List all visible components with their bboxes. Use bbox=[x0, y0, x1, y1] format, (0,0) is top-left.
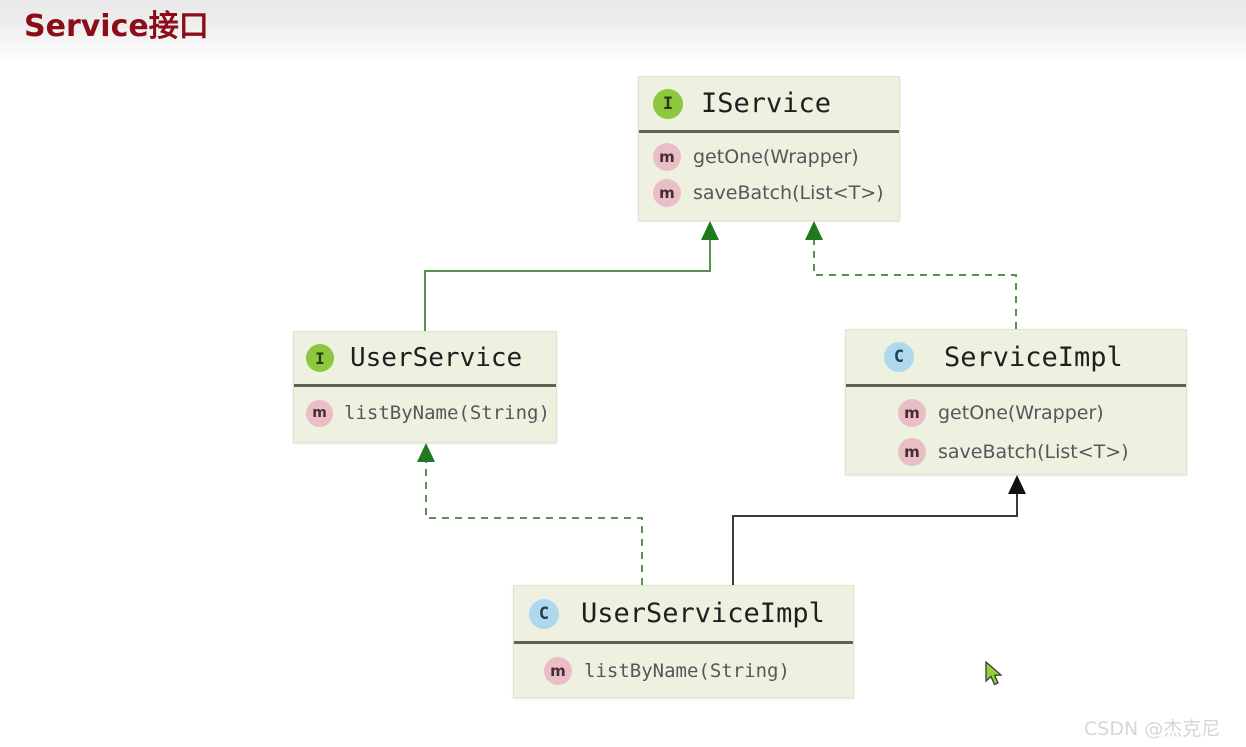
uml-member[interactable]: m getOne(Wrapper) bbox=[898, 393, 1186, 432]
uml-node-header: I UserService bbox=[294, 332, 556, 387]
method-badge-icon: m bbox=[898, 398, 926, 427]
uml-member-list: m getOne(Wrapper) m saveBatch(List<T>) bbox=[846, 387, 1186, 479]
uml-member-label: listByName(String) bbox=[344, 402, 550, 424]
interface-badge-icon: I bbox=[306, 344, 334, 372]
method-badge-icon: m bbox=[544, 656, 572, 685]
uml-node-title: ServiceImpl bbox=[944, 341, 1123, 373]
uml-member[interactable]: m saveBatch(List<T>) bbox=[653, 175, 899, 211]
uml-member-label: saveBatch(List<T>) bbox=[693, 182, 884, 204]
uml-member-label: listByName(String) bbox=[584, 659, 790, 682]
uml-member-list: m listByName(String) bbox=[514, 644, 853, 697]
connector-userservice-extends-iservice bbox=[424, 221, 719, 331]
uml-node-header: C ServiceImpl bbox=[846, 330, 1186, 387]
uml-node-userservice[interactable]: I UserService m listByName(String) bbox=[293, 331, 557, 443]
method-badge-icon: m bbox=[306, 399, 333, 427]
uml-node-title: UserServiceImpl bbox=[581, 598, 825, 629]
uml-node-serviceimpl[interactable]: C ServiceImpl m getOne(Wrapper) m saveBa… bbox=[845, 329, 1187, 475]
uml-node-title: UserService bbox=[350, 343, 523, 373]
uml-node-iservice[interactable]: I IService m getOne(Wrapper) m saveBatch… bbox=[638, 76, 900, 221]
uml-node-header: I IService bbox=[639, 77, 899, 133]
uml-member-label: getOne(Wrapper) bbox=[938, 401, 1104, 424]
uml-member-list: m listByName(String) bbox=[294, 387, 556, 439]
uml-member-label: saveBatch(List<T>) bbox=[938, 440, 1129, 463]
class-badge-icon: C bbox=[529, 598, 559, 629]
uml-node-userserviceimpl[interactable]: C UserServiceImpl m listByName(String) bbox=[513, 585, 854, 698]
uml-node-header: C UserServiceImpl bbox=[514, 586, 853, 644]
uml-member[interactable]: m listByName(String) bbox=[544, 648, 853, 693]
connector-userserviceimpl-implements-userservice bbox=[417, 443, 643, 585]
uml-node-title: IService bbox=[701, 88, 832, 119]
uml-member[interactable]: m saveBatch(List<T>) bbox=[898, 432, 1186, 471]
connector-serviceimpl-implements-iservice bbox=[805, 221, 1017, 329]
method-badge-icon: m bbox=[653, 179, 681, 207]
method-badge-icon: m bbox=[898, 437, 926, 466]
uml-member-label: getOne(Wrapper) bbox=[693, 146, 859, 168]
header-band bbox=[0, 0, 1246, 62]
uml-member[interactable]: m listByName(String) bbox=[306, 391, 556, 435]
connector-userserviceimpl-extends-serviceimpl bbox=[732, 475, 1026, 585]
page-title: Service接口 bbox=[24, 9, 209, 44]
mouse-pointer-icon bbox=[985, 661, 1003, 686]
method-badge-icon: m bbox=[653, 143, 681, 171]
uml-member-list: m getOne(Wrapper) m saveBatch(List<T>) bbox=[639, 133, 899, 219]
uml-member[interactable]: m getOne(Wrapper) bbox=[653, 139, 899, 175]
interface-badge-icon: I bbox=[653, 88, 683, 119]
csdn-watermark: CSDN @杰克尼 bbox=[1084, 718, 1221, 740]
class-badge-icon: C bbox=[884, 342, 914, 372]
